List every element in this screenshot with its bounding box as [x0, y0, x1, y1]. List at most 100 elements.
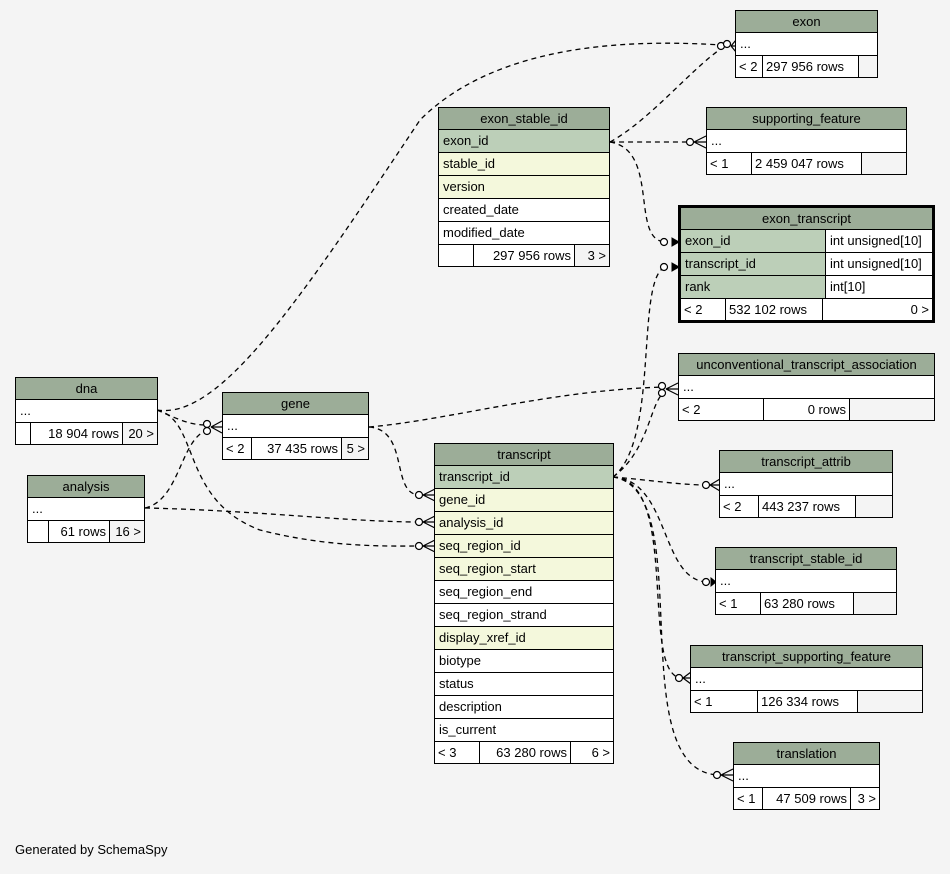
table-footer: < 1 63 280 rows	[716, 593, 896, 614]
column-row: analysis_id	[435, 512, 613, 535]
children-count[interactable]	[856, 496, 892, 517]
table-footer: 18 904 rows 20 >	[16, 423, 157, 444]
row-count: 63 280 rows	[480, 742, 571, 763]
children-count[interactable]: 0 >	[823, 299, 932, 320]
edge-transcript-unconventional	[612, 391, 666, 478]
children-count[interactable]: 5 >	[342, 438, 368, 459]
column-row: display_xref_id	[435, 627, 613, 650]
parents-count[interactable]: < 1	[707, 153, 752, 174]
column-row: seq_region_id	[435, 535, 613, 558]
table-supporting-feature[interactable]: supporting_feature ... < 1 2 459 047 row…	[706, 107, 907, 175]
table-exon-transcript[interactable]: exon_transcript exon_id int unsigned[10]…	[678, 205, 935, 323]
children-count[interactable]	[859, 56, 877, 77]
parents-count[interactable]: < 2	[720, 496, 759, 517]
parents-count[interactable]: < 1	[716, 593, 761, 614]
table-header[interactable]: unconventional_transcript_association	[679, 354, 934, 376]
table-footer: < 1 47 509 rows 3 >	[734, 788, 879, 809]
table-gene[interactable]: gene ... < 2 37 435 rows 5 >	[222, 392, 369, 460]
table-unconventional-transcript-association[interactable]: unconventional_transcript_association ..…	[678, 353, 935, 421]
table-header[interactable]: transcript_stable_id	[716, 548, 896, 570]
column-row: biotype	[435, 650, 613, 673]
edge-analysis-gene	[144, 429, 208, 509]
children-count[interactable]	[854, 593, 896, 614]
table-footer: < 2 0 rows	[679, 399, 934, 420]
parents-count[interactable]	[16, 423, 31, 444]
column-type: int unsigned[10]	[826, 230, 932, 252]
table-header[interactable]: translation	[734, 743, 879, 765]
column-row: ...	[720, 473, 892, 496]
table-header[interactable]: transcript_supporting_feature	[691, 646, 922, 668]
table-footer: < 2 532 102 rows 0 >	[681, 299, 932, 320]
row-count: 47 509 rows	[763, 788, 851, 809]
table-header[interactable]: dna	[16, 378, 157, 400]
parents-count[interactable]: < 2	[679, 399, 764, 420]
table-footer: 61 rows 16 >	[28, 521, 144, 542]
parents-count[interactable]: < 1	[734, 788, 763, 809]
table-transcript-stable-id[interactable]: transcript_stable_id ... < 1 63 280 rows	[715, 547, 897, 615]
parents-count[interactable]: < 2	[681, 299, 726, 320]
edge-transcript-translation	[612, 476, 719, 776]
column-row: version	[439, 176, 609, 199]
edge-transcript-supporting-feature	[612, 476, 681, 679]
table-header[interactable]: transcript_attrib	[720, 451, 892, 473]
children-count[interactable]: 3 >	[575, 245, 609, 266]
row-count: 37 435 rows	[252, 438, 342, 459]
column-row: description	[435, 696, 613, 719]
table-header[interactable]: exon_stable_id	[439, 108, 609, 130]
table-translation[interactable]: translation ... < 1 47 509 rows 3 >	[733, 742, 880, 810]
column-row: transcript_id int unsigned[10]	[681, 253, 932, 276]
column-row: ...	[679, 376, 934, 399]
parents-count[interactable]	[439, 245, 474, 266]
table-transcript[interactable]: transcript transcript_id gene_id analysi…	[434, 443, 614, 764]
children-count[interactable]	[850, 399, 934, 420]
column-row: transcript_id	[435, 466, 613, 489]
column-type: int[10]	[826, 276, 932, 298]
row-count: 126 334 rows	[758, 691, 858, 712]
table-transcript-attrib[interactable]: transcript_attrib ... < 2 443 237 rows	[719, 450, 893, 518]
table-header[interactable]: exon_transcript	[681, 208, 932, 230]
generated-by-credit: Generated by SchemaSpy	[15, 842, 168, 857]
column-row: seq_region_end	[435, 581, 613, 604]
table-footer: < 2 37 435 rows 5 >	[223, 438, 368, 459]
parents-count[interactable]: < 1	[691, 691, 758, 712]
row-count: 0 rows	[764, 399, 850, 420]
table-analysis[interactable]: analysis ... 61 rows 16 >	[27, 475, 145, 543]
edge-markers	[202, 39, 737, 782]
parents-count[interactable]: < 3	[435, 742, 480, 763]
table-exon-stable-id[interactable]: exon_stable_id exon_id stable_id version…	[438, 107, 610, 267]
row-count: 2 459 047 rows	[752, 153, 862, 174]
children-count[interactable]: 6 >	[571, 742, 613, 763]
table-header[interactable]: analysis	[28, 476, 144, 498]
column-row: stable_id	[439, 153, 609, 176]
table-dna[interactable]: dna ... 18 904 rows 20 >	[15, 377, 158, 445]
column-row: ...	[716, 570, 896, 593]
parents-count[interactable]	[28, 521, 49, 542]
table-footer: < 2 443 237 rows	[720, 496, 892, 517]
edge-exon-stable-id-exon-transcript	[609, 141, 666, 243]
column-name: rank	[681, 276, 826, 298]
table-header[interactable]: gene	[223, 393, 368, 415]
children-count[interactable]: 3 >	[851, 788, 879, 809]
edge-transcript-attrib	[612, 476, 708, 486]
parents-count[interactable]: < 2	[223, 438, 252, 459]
edge-exon-stable-id-exon	[609, 47, 723, 143]
table-footer: < 1 2 459 047 rows	[707, 153, 906, 174]
table-header[interactable]: transcript	[435, 444, 613, 466]
table-header[interactable]: exon	[736, 11, 877, 33]
column-row: is_current	[435, 719, 613, 742]
table-exon[interactable]: exon ... < 2 297 956 rows	[735, 10, 878, 78]
column-row: ...	[223, 415, 368, 438]
table-transcript-supporting-feature[interactable]: transcript_supporting_feature ... < 1 12…	[690, 645, 923, 713]
edge-transcript-exon-transcript	[612, 266, 666, 478]
children-count[interactable]: 20 >	[123, 423, 157, 444]
children-count[interactable]: 16 >	[110, 521, 144, 542]
children-count[interactable]	[858, 691, 922, 712]
column-row: rank int[10]	[681, 276, 932, 299]
column-row: gene_id	[435, 489, 613, 512]
table-header[interactable]: supporting_feature	[707, 108, 906, 130]
children-count[interactable]	[862, 153, 906, 174]
table-footer: < 1 126 334 rows	[691, 691, 922, 712]
row-count: 61 rows	[49, 521, 110, 542]
parents-count[interactable]: < 2	[736, 56, 763, 77]
